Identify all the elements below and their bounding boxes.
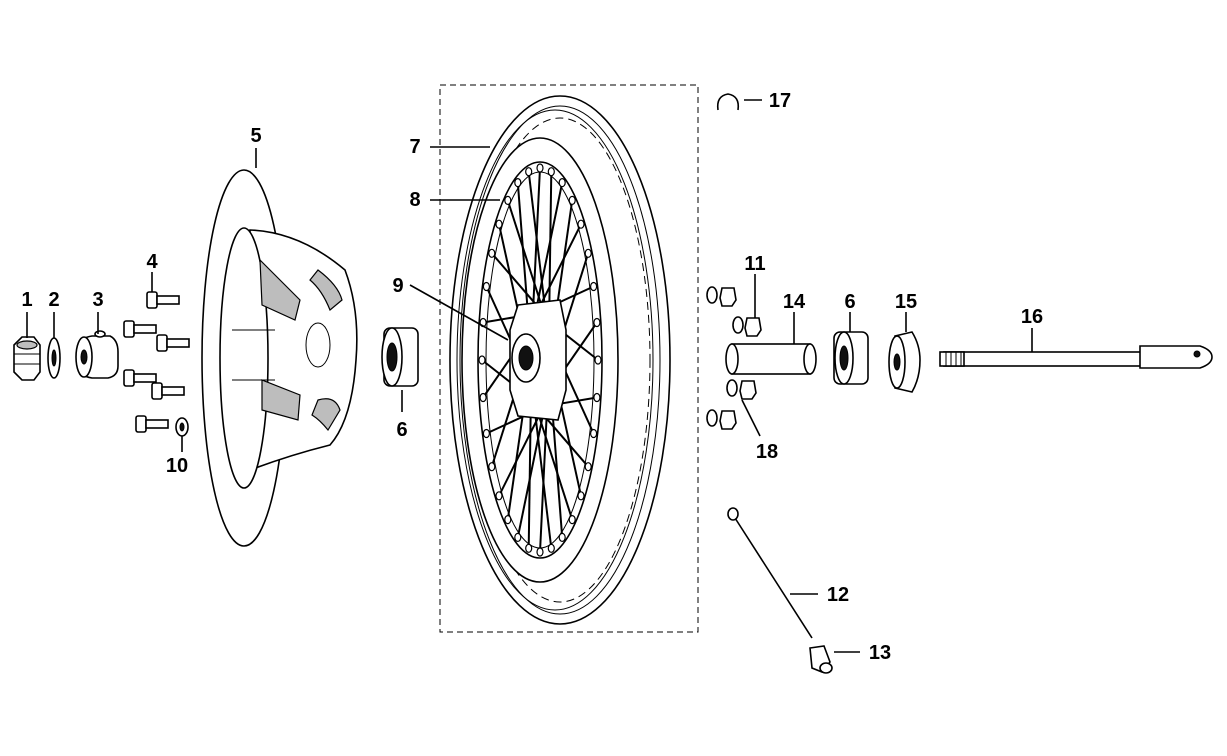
spoke-line [538,223,582,309]
spoke-nipple-mark [577,491,585,501]
spoke-nipple-mark [568,514,576,525]
spoke-nipple-mark [525,167,533,177]
brake-disc-part [201,169,358,547]
spoke-line [506,200,545,311]
circlip-part [716,93,740,111]
label-12: 12 [827,584,849,606]
spoke-nipple-mark [514,532,522,543]
label-10: 10 [166,455,188,477]
spoke-nipple-mark [584,462,592,472]
spoke-line [516,405,546,538]
small-washer-part [175,417,189,437]
spoke-nipple-mark [479,392,487,403]
spoke-nipple-mark [558,532,566,543]
label-8: 8 [409,189,420,211]
spoke-line [535,409,574,520]
spoke-nipple-mark [577,219,585,229]
wheel-assembly-frame [439,84,699,633]
spoke-nipple-mark [478,355,486,365]
label-4: 4 [146,251,158,273]
spoke-line [540,411,589,468]
spoke-nipple-mark [488,462,496,472]
bolts-part [123,291,190,433]
spoke-nipple-mark [547,543,555,553]
label-6-right: 6 [844,291,855,313]
spoke-line [498,411,542,497]
label-9: 9 [392,275,403,297]
spoke-nipple-mark [488,248,496,258]
label-6-left: 6 [396,419,407,441]
spoke-nipple-mark [593,317,601,328]
spoke-nipple-mark [547,167,555,177]
spoke-nipple-mark [504,514,512,525]
spoke-nipple-nuts-part [706,286,762,337]
label-7: 7 [409,136,420,158]
spoke-nipple-mark [482,281,490,292]
spoke-nipple-mark [593,392,601,403]
label-3: 3 [92,289,103,311]
spoke-nipple-mark [514,178,522,188]
spoke-part [727,507,813,639]
spoke-nipple-mark [495,219,503,229]
spoke-line [527,171,548,321]
label-16: 16 [1021,306,1043,328]
spoke-nipple-mark [584,248,592,258]
label-14: 14 [783,291,806,313]
leader-lines [26,99,1033,653]
spoke-nipple-mark [558,178,566,188]
nut-part [13,336,41,381]
label-1: 1 [21,289,32,311]
washers-nuts-part [706,379,757,430]
spoke-nipple-mark [536,547,544,557]
spoke-nipple-part [809,645,833,674]
hub-center [509,299,567,421]
spoke-line [491,252,540,309]
label-17: 17 [769,90,791,112]
label-15: 15 [895,291,917,313]
spacer-tube-part [725,343,817,375]
label-13: 13 [869,642,891,664]
washer-part [47,337,61,379]
label-18: 18 [756,441,778,463]
label-2: 2 [48,289,59,311]
spoke-line [531,167,541,328]
spoke-nipple-mark [536,163,544,173]
label-11: 11 [744,253,765,275]
wheel-bearing-part [381,327,419,387]
label-5: 5 [250,125,261,147]
spoke-nipple-mark [594,355,602,365]
spoke-nipple-mark [504,195,512,205]
spoke-nipple-mark [495,491,503,501]
axle-part [939,345,1213,369]
spoke-line [532,399,553,549]
spoke-nipple-mark [589,428,598,439]
wheel-bearing-part-right [833,331,869,385]
spoke-nipple-mark [482,428,490,439]
callout-labels: 1 2 3 4 5 6 6 7 8 9 10 11 12 13 14 15 16… [21,90,1043,664]
bearing-cap-part [888,331,921,393]
spoke-nipple-mark [568,195,576,205]
spoke-nipple-mark [525,543,533,553]
spoke-nipple-mark [589,281,598,292]
flange-part [75,330,119,379]
spoke-line [534,182,564,315]
